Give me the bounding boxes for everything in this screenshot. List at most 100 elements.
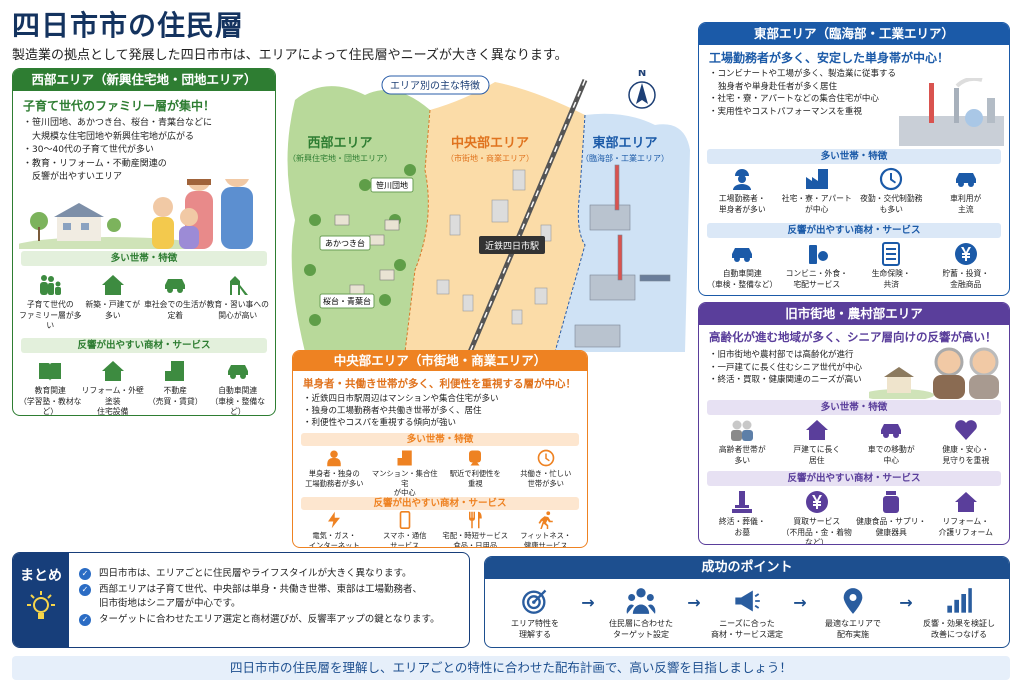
feature-label: 生命保険・ 共済	[871, 269, 911, 289]
west-trees	[304, 164, 416, 326]
feature-label: 車での移動が 中心	[867, 445, 915, 465]
tomb-icon	[729, 490, 755, 514]
person-icon	[324, 449, 344, 467]
building-icon	[162, 359, 188, 383]
summary-item: ✓西部エリアは子育て世代、中央部は単身・共働き世帯、東部は工場勤務者、 旧市街地…	[79, 583, 440, 611]
map-badge: エリア別の主な特徴	[390, 79, 480, 92]
feature-label: 終活・葬儀・ お墓	[718, 517, 766, 537]
feature-item: 終活・葬儀・ お墓	[705, 490, 780, 544]
shop-icon	[804, 242, 830, 266]
feature-label: 自動車関連 （車検・整備など）	[707, 269, 778, 289]
arrow-right-icon: →	[581, 593, 595, 612]
bullet-item: 独身の工場勤務者や共働き世帯が多く、居住	[303, 405, 499, 417]
car-icon	[162, 273, 188, 297]
feature-item: 車社会での生活が 定着	[144, 273, 207, 332]
summary-label: まとめ	[13, 553, 69, 647]
check-icon: ✓	[79, 584, 91, 596]
feature-item: リフォーム・ 介護リフォーム	[929, 490, 1004, 544]
feature-item: マンション・集合住宅 が中心	[370, 449, 441, 498]
bullet-item: 一戸建てに長く住むシニア世代が中心	[709, 362, 863, 375]
old-town-area-header: 旧市街地・農村部エリア	[699, 303, 1009, 325]
feature-label: 買取サービス （不用品・金・着物など）	[781, 517, 852, 545]
feature-item: 宅配・時短サービス 食品・日用品	[440, 511, 511, 547]
feature-item: 生命保険・ 共済	[854, 242, 929, 290]
feature-label: 教育関連 （学習塾・教材など）	[19, 386, 82, 416]
step-label: 反響・効果を検証し 改善につなげる	[923, 619, 995, 639]
west-services-heading: 反響が出やすい商材・サービス	[21, 338, 267, 353]
map-west-sub: （新興住宅地・団地エリア）	[288, 153, 392, 163]
map-place-label: 桜台・青葉台	[323, 296, 371, 306]
central-buildings	[436, 169, 552, 325]
feature-item: 自動車関連 （車検・整備など）	[207, 359, 270, 415]
step-label: エリア特性を 理解する	[511, 619, 559, 639]
map-west-name: 西部エリア	[307, 135, 372, 151]
house-icon	[953, 490, 979, 514]
cutlery-icon	[465, 511, 485, 529]
feature-label: 子育て世代の ファミリー層が多い	[19, 300, 82, 330]
feature-item: 教育関連 （学習塾・教材など）	[19, 359, 82, 416]
west-headline: 子育て世代のファミリー層が集中！	[23, 99, 216, 113]
compass-icon	[628, 81, 656, 109]
success-step: エリア特性を 理解する	[493, 587, 577, 640]
house-icon	[100, 359, 126, 383]
west-region	[287, 86, 430, 352]
house-icon	[804, 418, 830, 442]
bolt-icon	[324, 511, 344, 529]
feature-item: 車利用が 主流	[929, 167, 1004, 215]
train-icon	[465, 449, 485, 467]
playground-icon	[225, 273, 251, 297]
west-services: 教育関連 （学習塾・教材など）リフォーム・外壁塗装 住宅設備不動産 （売買・賃貸…	[19, 359, 270, 416]
phone-icon	[395, 510, 415, 530]
megaphone-icon	[732, 587, 762, 615]
east-services: 自動車関連 （車検・整備など） コンビニ・外食・ 宅配サービス 生命保険・ 共済貯蓄…	[705, 242, 1003, 290]
success-step: ニーズに合った 商材・サービス選定	[705, 587, 789, 640]
old-town-area-card: 旧市街地・農村部エリア 高齢化が進む地域が多く、シニア層向けの反響が高い！ 旧市…	[698, 302, 1010, 545]
feature-label: 教育・習い事への 関心が高い	[206, 300, 269, 320]
central-area-card: 中央部エリア（市街地・商業エリア） 単身者・共働き世帯が多く、利便性を重視する層…	[292, 350, 588, 548]
car-icon	[729, 242, 755, 266]
summary-item: ✓四日市市は、エリアごとに住民層やライフスタイルが大きく異なります。	[79, 567, 440, 581]
feature-label: 単身者・独身の 工場勤務者が多い	[305, 469, 364, 488]
car-icon	[878, 418, 904, 442]
heart-icon	[953, 418, 979, 442]
factories	[574, 164, 671, 348]
pin-icon	[838, 587, 868, 615]
page-title: 四日市市の住民層	[12, 9, 245, 42]
feature-item: 高齢者世帯が 多い	[705, 418, 780, 466]
old-town-headline: 高齢化が進む地域が多く、シニア層向けの反響が高い！	[709, 330, 997, 344]
step-label: ニーズに合った 商材・サービス選定	[711, 619, 783, 639]
west-area-header: 西部エリア（新興住宅地・団地エリア）	[13, 69, 275, 91]
east-household-features: 工場勤務者・ 単身者が多い社宅・寮・アパート が中心夜勤・交代制勤務 も多い車利…	[705, 167, 1003, 215]
feature-item: 戸建てに長く 居住	[780, 418, 855, 466]
feature-label: 社宅・寮・アパート が中心	[781, 194, 852, 214]
feature-label: コンビニ・外食・ 宅配サービス	[785, 269, 848, 289]
step-label: 住民層に合わせた ターゲット設定	[609, 619, 673, 639]
arrow-right-icon: →	[899, 593, 913, 612]
bullet-item: 30〜40代の子育て世代が多い	[23, 144, 212, 158]
east-services-heading: 反響が出やすい商材・サービス	[707, 223, 1001, 238]
feature-item: 貯蓄・投資・ 金融商品	[929, 242, 1004, 290]
bullet-item: 実用性やコストパフォーマンスを重視	[709, 106, 896, 119]
feature-item: 自動車関連 （車検・整備など）	[705, 242, 780, 290]
bullet-item: 教育・リフォーム・不動産関連の 反響が出やすいエリア	[23, 158, 212, 185]
success-title: 成功のポイント	[485, 557, 1009, 579]
bullet-item: 笹川団地、あかつき台、桜台・青葉台などに 大規模な住宅団地や新興住宅地が広がる	[23, 117, 212, 144]
lightbulb-icon	[27, 591, 55, 619]
feature-item: 不動産 （売買・賃貸）	[144, 359, 207, 415]
feature-label: リフォーム・外壁塗装 住宅設備	[81, 386, 144, 416]
west-household-features: 子育て世代の ファミリー層が多い新築・戸建てが 多い車社会での生活が 定着教育・…	[19, 273, 269, 332]
map-central-sub: （市街地・商業エリア）	[446, 153, 534, 163]
old-town-services-heading: 反響が出やすい商材・サービス	[707, 471, 1001, 486]
bottle-icon	[878, 490, 904, 514]
list-icon	[878, 242, 904, 266]
east-region	[555, 113, 690, 352]
bullet-item: 利便性やコスパを重視する傾向が強い	[303, 417, 499, 429]
people-icon	[626, 587, 656, 615]
summary-panel: まとめ ✓四日市市は、エリアごとに住民層やライフスタイルが大きく異なります。 ✓…	[12, 552, 470, 648]
west-households-heading: 多い世帯・特徴	[21, 251, 267, 266]
clock-icon	[878, 167, 904, 191]
yen-icon	[804, 490, 830, 514]
feature-item: 健康・安心・ 見守りを重視	[929, 418, 1004, 466]
area-map: エリア別の主な特徴 N 西部エリア （新興住宅地・団地エリア） 中央部エリア （…	[287, 70, 690, 352]
old-town-household-features: 高齢者世帯が 多い戸建てに長く 居住車での移動が 中心健康・安心・ 見守りを重視	[705, 418, 1003, 466]
